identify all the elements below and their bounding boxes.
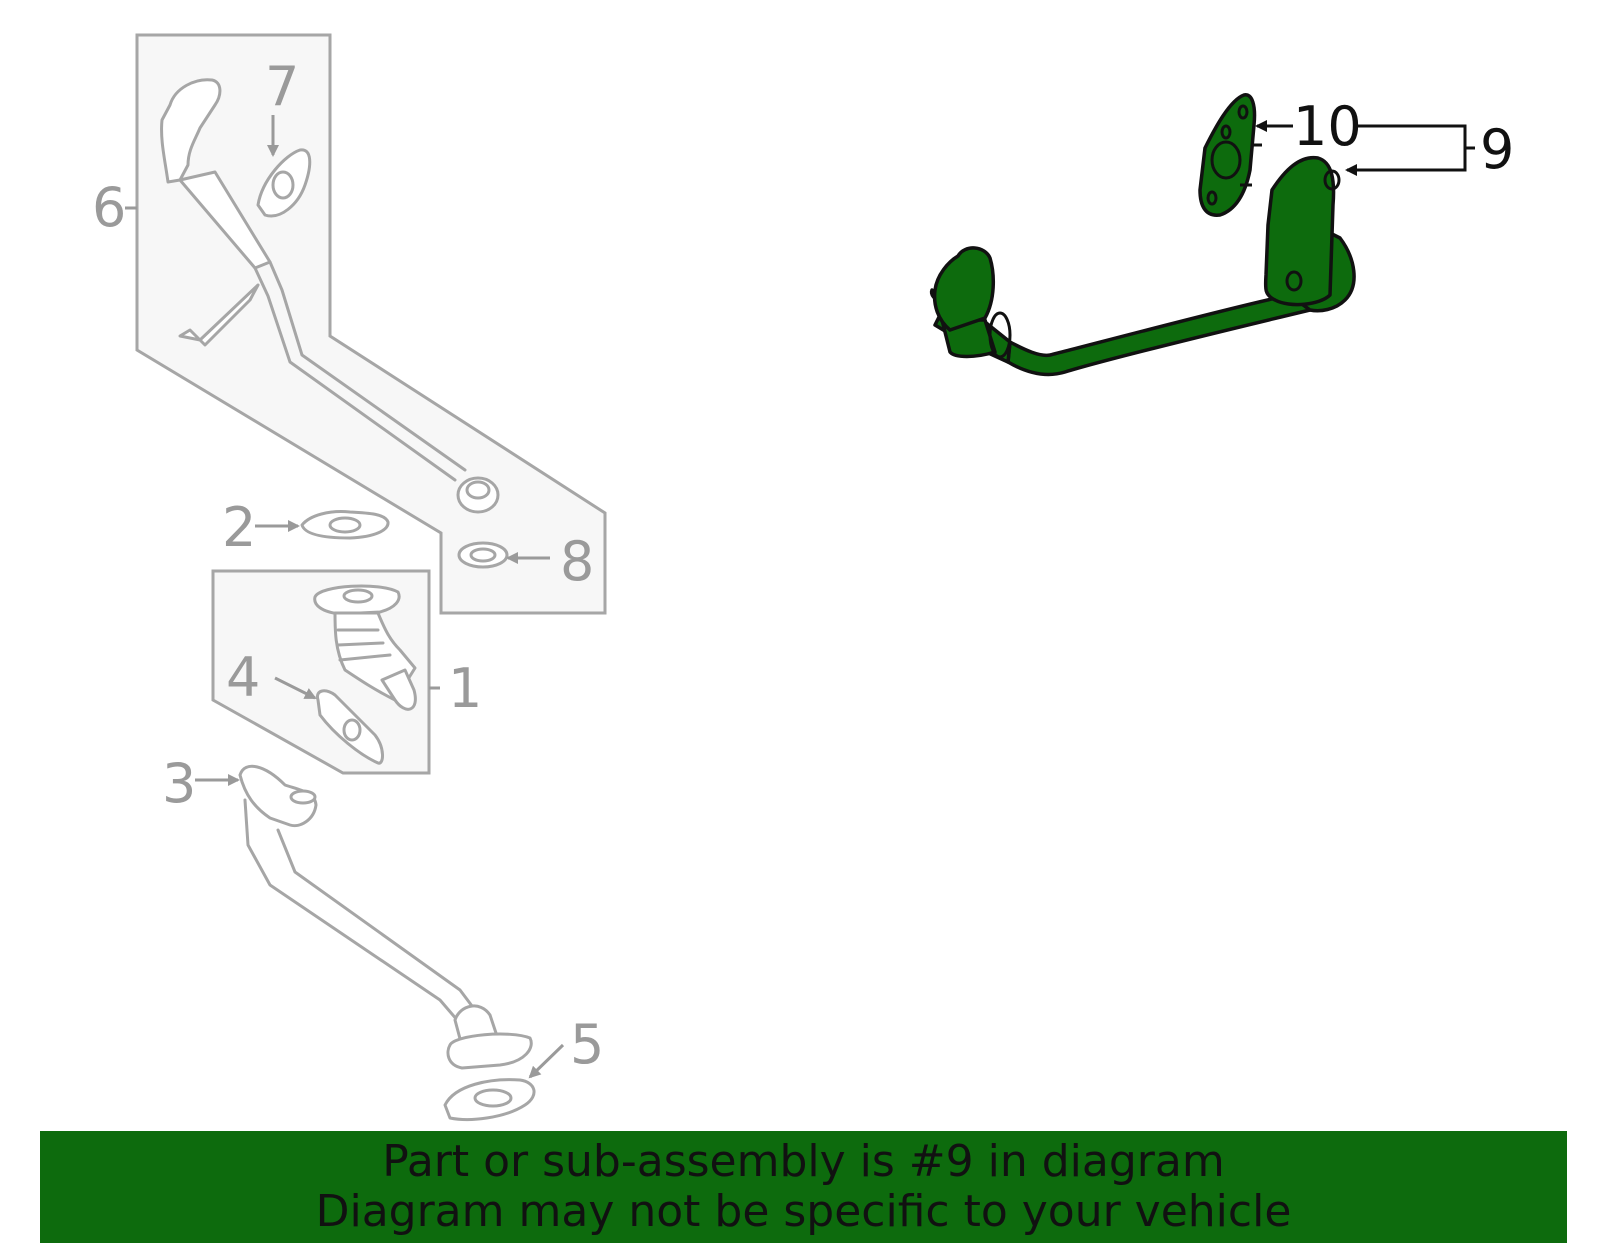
group-box-6 [135, 33, 607, 615]
gasket-2 [300, 510, 390, 540]
gasket-4 [315, 689, 384, 765]
gasket-5 [443, 1078, 536, 1121]
flex-connector-1 [313, 584, 417, 711]
footer-line-2: Diagram may not be specific to your vehi… [315, 1186, 1292, 1237]
leader-5 [528, 1043, 565, 1079]
gasket-7 [256, 148, 312, 218]
leader-4 [274, 676, 317, 700]
callout-6: 6 [92, 176, 126, 239]
gasket-10 [1198, 93, 1262, 217]
callout-10: 10 [1293, 95, 1362, 158]
callout-4: 4 [226, 646, 260, 709]
pipe-assembly-9 [929, 155, 1356, 377]
pipe-assembly-6 [160, 78, 500, 514]
callout-3: 3 [162, 752, 196, 815]
footer-line-1: Part or sub-assembly is #9 in diagram [382, 1136, 1225, 1187]
callout-1: 1 [448, 657, 482, 720]
footer-banner: Part or sub-assembly is #9 in diagram Di… [40, 1131, 1567, 1243]
callout-2: 2 [222, 496, 256, 559]
callout-7: 7 [265, 55, 299, 118]
leader-9-bracket [1345, 124, 1467, 176]
callout-5: 5 [570, 1013, 604, 1076]
callout-9: 9 [1480, 118, 1514, 181]
seal-ring-8 [457, 541, 509, 569]
callout-8: 8 [560, 530, 594, 593]
pipe-3 [238, 764, 533, 1070]
